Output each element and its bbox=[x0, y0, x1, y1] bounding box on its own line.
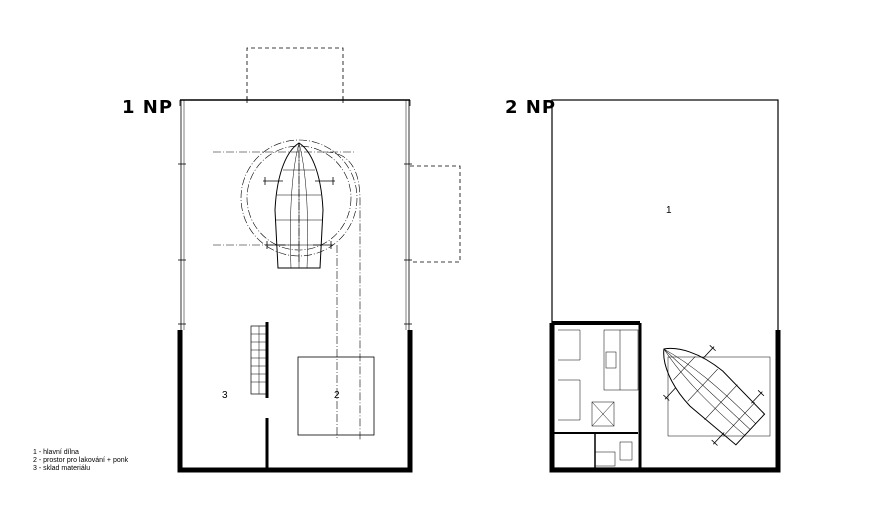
floor-1np bbox=[177, 47, 461, 473]
canopy-top-dashed bbox=[246, 47, 344, 100]
legend-item: 2 - prostor pro lakování + ponk bbox=[33, 457, 129, 464]
legend: 1 - hlavní dílna 2 - prostor pro lakován… bbox=[33, 449, 128, 473]
canopy-right-dashed bbox=[410, 165, 461, 263]
floor-label-2np: 2 NP bbox=[505, 97, 557, 118]
room-number-1: 1 bbox=[666, 205, 672, 216]
floor-label-1np: 1 NP bbox=[122, 97, 174, 118]
room-number-2: 2 bbox=[334, 390, 340, 401]
wall-heavy-2np bbox=[549, 323, 781, 473]
room-number-3: 3 bbox=[222, 390, 228, 401]
floor-2np bbox=[549, 99, 781, 473]
paint-booth bbox=[297, 356, 375, 436]
legend-item: 3 - sklad materiálu bbox=[33, 465, 91, 472]
legend-item: 1 - hlavní dílna bbox=[33, 449, 79, 456]
wall-heavy-1np bbox=[177, 330, 413, 473]
